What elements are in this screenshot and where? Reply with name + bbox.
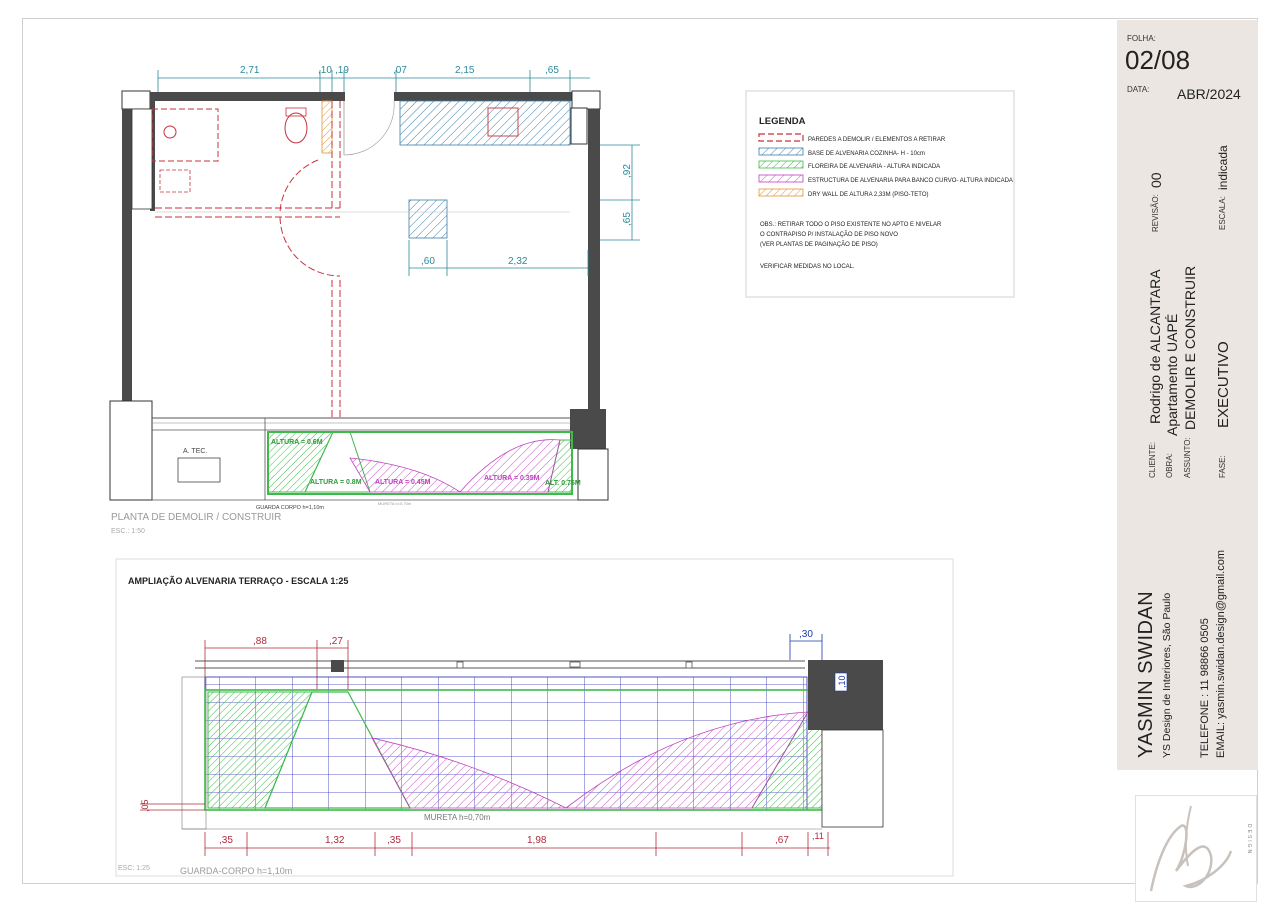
drywall-strip — [321, 100, 333, 154]
height-075: ALT. 0.75M — [545, 480, 581, 487]
designer-email: EMAIL: yasmin.swidan.design@gmail.com — [1215, 549, 1227, 758]
legend-obs-1: OBS.: RETIRAR TODO O PISO EXISTENTE NO A… — [760, 222, 942, 228]
detail-dim-11: ,11 — [812, 831, 824, 841]
ys-logo-mark — [1149, 805, 1233, 892]
legend-obs-2: O CONTRAPISO P/ INSTALAÇÃO DE PISO NOVO — [760, 231, 898, 238]
detail-dim-35b: ,35 — [387, 835, 401, 846]
folha-label: FOLHA: — [1127, 34, 1156, 43]
plan-top-dimensions — [157, 70, 590, 92]
revisao-label: REVISÃO: — [1151, 194, 1160, 232]
revisao-value: 00 — [1148, 172, 1164, 188]
kitchen-sink — [487, 107, 519, 137]
legend-item-planter: FLOREIRA DE ALVENARIA - ALTURA INDICADA — [808, 164, 940, 170]
legend-swatch-bench — [758, 174, 804, 183]
floor-plan: 2,71 ,10 ,19 ,07 2,15 ,65 — [109, 65, 640, 535]
obra-value: Apartamento UAPÉ — [1164, 313, 1180, 436]
legend-title: LEGENDA — [759, 116, 806, 127]
designer-phone: TELEFONE : 11 98866 0505 — [1199, 618, 1211, 758]
fase-label: FASE: — [1218, 455, 1227, 478]
title-block: FOLHA: 02/08 DATA: ABR/2024 REVISÃO: 00 … — [1117, 20, 1258, 902]
area-tec-label: A. TEC. — [183, 448, 207, 455]
plan-title: PLANTA DE DEMOLIR / CONSTRUIR — [111, 512, 281, 523]
legend-item-drywall: DRY WALL DE ALTURA 2,33M (PISO-TETO) — [808, 192, 928, 198]
rail-post — [331, 660, 344, 672]
plan-right-dimensions — [408, 144, 640, 276]
terrace-detail: AMPLIAÇÃO ALVENARIA TERRAÇO - ESCALA 1:2… — [115, 558, 954, 877]
legend-item-bench: ESTRUCTURA DE ALVENARIA PARA BANCO CURVO… — [808, 178, 1013, 184]
designer-subtitle: YS Design de Interiores, São Paulo — [1161, 592, 1173, 758]
data-value: ABR/2024 — [1177, 86, 1241, 102]
detail-scale: ESC: 1:25 — [118, 865, 150, 872]
curved-bench — [349, 439, 561, 493]
designer-name: YASMIN SWIDAN — [1135, 590, 1157, 758]
toilet-icon — [284, 112, 308, 144]
plan-guarda-note: GUARDA CORPO h=1,10m — [256, 505, 324, 511]
escala-label: ESCALA: — [1218, 196, 1227, 230]
legend-box: LEGENDA PAREDES A DEMOLIR / ELEMENTOS A … — [745, 90, 1015, 298]
obra-label: OBRA: — [1165, 453, 1174, 478]
detail-dim-10: ,10 — [837, 675, 847, 688]
detail-dim-30: ,30 — [799, 629, 813, 640]
logo: DESIGN — [1135, 795, 1257, 902]
assunto-label: ASSUNTO: — [1183, 437, 1192, 478]
legend-obs-3: (VER PLANTAS DE PAGINAÇÃO DE PISO) — [760, 241, 878, 248]
demolish-walls — [155, 101, 341, 420]
ac-unit — [177, 457, 221, 483]
data-label: DATA: — [1127, 85, 1150, 94]
assunto-value: DEMOLIR E CONSTRUIR — [1182, 265, 1198, 430]
detail-dim-67: ,67 — [775, 835, 789, 846]
dim-65-vert: ,65 — [622, 212, 633, 226]
detail-dim-27: ,27 — [329, 636, 343, 647]
detail-column — [821, 729, 884, 828]
height-06: ALTURA = 0.6M — [271, 439, 323, 446]
dim-60: ,60 — [421, 256, 435, 267]
demolish-counter — [151, 108, 219, 162]
dim-271: 2,71 — [240, 65, 260, 76]
legend-obs-4: VERIFICAR MEDIDAS NO LOCAL. — [760, 264, 855, 270]
demolish-sink — [163, 125, 177, 139]
island-base — [408, 199, 448, 239]
plan-mureta-note: MURETA h=0,70m — [378, 501, 412, 506]
plan-scale: ESC.: 1:50 — [111, 528, 145, 535]
legend-item-demolish: PAREDES A DEMOLIR / ELEMENTOS A RETIRAR — [808, 137, 946, 143]
dim-19: ,19 — [335, 65, 349, 76]
dim-232: 2,32 — [508, 256, 528, 267]
legend-swatch-base — [758, 147, 804, 156]
height-08: ALTURA = 0.8M — [310, 479, 362, 486]
detail-curved-bench — [371, 711, 809, 809]
escala-value: indicada — [1216, 145, 1230, 190]
detail-title: AMPLIAÇÃO ALVENARIA TERRAÇO - ESCALA 1:2… — [128, 576, 348, 586]
fase-value: EXECUTIVO — [1215, 341, 1232, 428]
cliente-label: CLIENTE: — [1148, 441, 1157, 478]
legend-swatch-demolish — [758, 133, 804, 142]
dim-92: ,92 — [622, 164, 633, 178]
detail-mureta-note: MURETA h=0,70m — [424, 813, 491, 822]
detail-dim-132: 1,32 — [325, 835, 345, 846]
detail-bottom-dims — [140, 803, 830, 856]
logo-design-text: DESIGN — [1246, 824, 1252, 856]
kitchen-base — [399, 100, 571, 146]
legend-swatch-planter — [758, 160, 804, 169]
detail-dim-88: ,88 — [253, 636, 267, 647]
legend-swatch-drywall — [758, 188, 804, 197]
folha-value: 02/08 — [1125, 45, 1191, 75]
shower-area — [131, 108, 153, 210]
title-block-panel — [1117, 20, 1258, 770]
cliente-value: Rodrigo de ALCANTARA — [1147, 269, 1163, 424]
dim-65-top: ,65 — [545, 65, 559, 76]
legend-item-base: BASE DE ALVENARIA COZINHA- H - 10cm — [808, 151, 925, 157]
detail-dim-35a: ,35 — [219, 835, 233, 846]
detail-dim-198: 1,98 — [527, 835, 547, 846]
detail-dim-05: ,05 — [140, 799, 150, 812]
dim-07: ,07 — [393, 65, 407, 76]
dim-215: 2,15 — [455, 65, 475, 76]
detail-wall — [808, 660, 883, 730]
height-045: ALTURA = 0.45M — [375, 479, 431, 486]
detail-guarda-note: GUARDA-CORPO h=1,10m — [180, 866, 292, 876]
detail-top-dims-blue — [789, 634, 823, 660]
walls — [109, 90, 609, 501]
dim-10: ,10 — [318, 65, 332, 76]
height-035: ALTURA = 0.35M — [484, 475, 540, 482]
